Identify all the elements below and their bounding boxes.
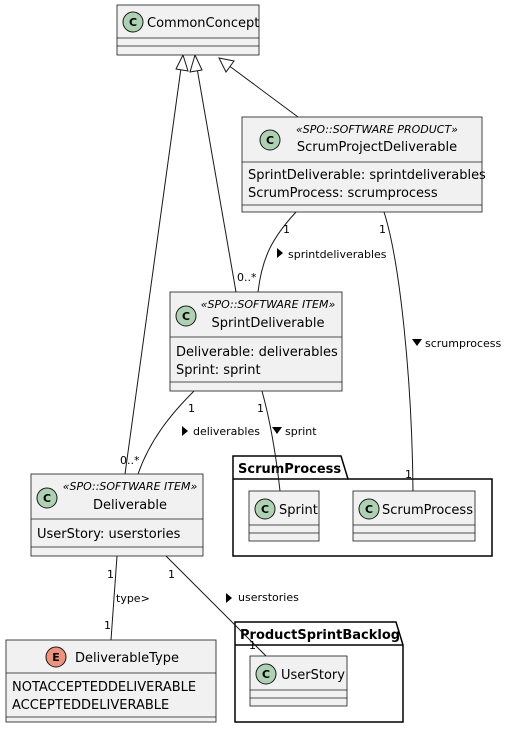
- class-icon: [36, 487, 58, 509]
- relation-label: deliverables: [193, 425, 260, 438]
- class-name: SprintDeliverable: [212, 316, 325, 331]
- class-scrum-project-deliverable[interactable]: C «SPO::SOFTWARE PRODUCT» ScrumProjectDe…: [241, 116, 486, 213]
- association-edge-userstories: [165, 555, 271, 661]
- class-icon: [254, 498, 276, 520]
- generalization-edge: [196, 67, 237, 293]
- generalization-edge: [124, 67, 182, 475]
- class-icon-letter: C: [266, 134, 274, 147]
- multiplicity-label: 1: [405, 468, 412, 481]
- class-attribute: UserStory: userstories: [37, 527, 181, 542]
- class-icon: [122, 11, 144, 33]
- multiplicity-label: 1: [249, 639, 256, 652]
- class-icon-letter: C: [43, 492, 51, 505]
- relation-label: scrumprocess: [425, 337, 502, 350]
- association-edge-sprintdeliverables: [257, 211, 297, 293]
- multiplicity-label: 0..*: [120, 454, 140, 467]
- class-name: Sprint: [279, 503, 318, 518]
- direction-arrow-icon: [272, 427, 282, 434]
- multiplicity-label: 1: [379, 223, 386, 236]
- class-sprint-deliverable[interactable]: C «SPO::SOFTWARE ITEM» SprintDeliverable…: [169, 291, 343, 392]
- generalization-arrowhead: [175, 53, 189, 72]
- class-name: UserStory: [281, 668, 345, 683]
- multiplicity-label: 1: [283, 223, 290, 236]
- association-edge-deliverables: [137, 390, 195, 475]
- class-box: [5, 639, 217, 723]
- class-stereotype: «SPO::SOFTWARE PRODUCT»: [296, 123, 458, 136]
- class-attribute: SprintDeliverable: sprintdeliverables: [248, 168, 486, 183]
- generalization-arrowhead: [189, 53, 203, 73]
- relation-label: userstories: [238, 591, 299, 604]
- class-icon-letter: C: [261, 503, 269, 516]
- multiplicity-label: 0..*: [237, 271, 257, 284]
- association-edge-scrumprocess: [383, 211, 414, 492]
- class-icon: [259, 129, 281, 151]
- class-attribute: Deliverable: deliverables: [176, 345, 338, 360]
- class-name: DeliverableType: [75, 651, 179, 666]
- direction-arrow-icon: [412, 339, 422, 346]
- multiplicity-label: 1: [107, 568, 114, 581]
- edge-labels: sprintdeliverables 1 0..* scrumprocess 1…: [104, 223, 502, 652]
- class-attribute: ScrumProcess: scrumprocess: [248, 186, 438, 201]
- edges: [110, 53, 414, 661]
- class-box: [30, 473, 204, 557]
- direction-arrow-icon: [182, 426, 188, 436]
- class-icon-letter: C: [182, 310, 190, 323]
- class-name: Deliverable: [93, 498, 167, 513]
- enum-value: ACCEPTEDDELIVERABLE: [12, 698, 169, 713]
- relation-label: type>: [116, 592, 150, 605]
- package-title: ProductSprintBacklog: [240, 628, 400, 643]
- enum-value: NOTACCEPTEDDELIVERABLE: [12, 680, 196, 695]
- association-edge-type: [110, 555, 118, 641]
- multiplicity-label: 1: [168, 568, 175, 581]
- multiplicity-label: 1: [188, 402, 195, 415]
- multiplicity-label: 1: [104, 619, 111, 632]
- class-name: ScrumProcess: [382, 503, 473, 518]
- direction-arrow-icon: [226, 593, 232, 603]
- class-box: [116, 4, 260, 56]
- relation-label: sprintdeliverables: [288, 248, 387, 261]
- class-attribute: Sprint: sprint: [176, 363, 261, 378]
- class-name: ScrumProjectDeliverable: [297, 140, 457, 155]
- class-common-concept[interactable]: C CommonConcept: [116, 4, 260, 56]
- class-deliverable[interactable]: C «SPO::SOFTWARE ITEM» Deliverable UserS…: [30, 473, 204, 557]
- direction-arrow-icon: [277, 248, 283, 258]
- class-icon: [175, 305, 197, 327]
- enum-icon: [45, 646, 67, 668]
- class-icon-letter: C: [262, 668, 270, 681]
- relation-label: sprint: [285, 425, 317, 438]
- class-icon-letter: C: [129, 16, 137, 29]
- class-user-story[interactable]: C UserStory: [249, 655, 348, 707]
- package-title: ScrumProcess: [238, 462, 341, 477]
- class-sprint[interactable]: C Sprint: [248, 490, 320, 542]
- class-box: [241, 116, 483, 213]
- association-edge-sprint: [261, 390, 281, 492]
- class-icon: [358, 498, 380, 520]
- class-scrum-process[interactable]: C ScrumProcess: [352, 490, 476, 542]
- enum-deliverable-type[interactable]: E DeliverableType NOTACCEPTEDDELIVERABLE…: [5, 639, 217, 723]
- class-icon-letter: C: [365, 503, 373, 516]
- generalization-edge: [227, 64, 299, 118]
- class-name: CommonConcept: [147, 16, 259, 31]
- generalization-arrowhead: [218, 57, 235, 73]
- enum-icon-letter: E: [52, 651, 60, 664]
- multiplicity-label: 1: [257, 402, 264, 415]
- class-icon: [255, 663, 277, 685]
- class-stereotype: «SPO::SOFTWARE ITEM»: [63, 480, 198, 493]
- class-box: [169, 291, 343, 392]
- class-stereotype: «SPO::SOFTWARE ITEM»: [201, 298, 336, 311]
